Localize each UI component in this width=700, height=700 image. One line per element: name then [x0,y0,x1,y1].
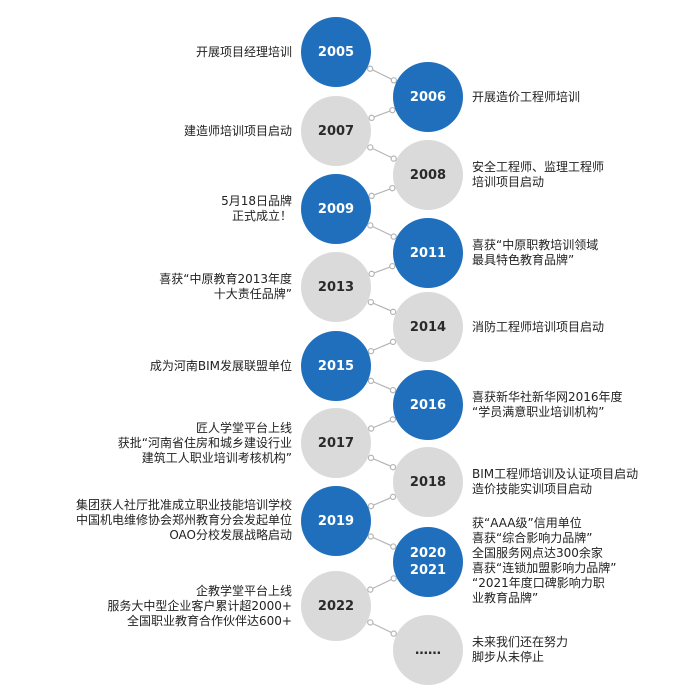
year-label: 2017 [317,435,355,451]
connector-dot [367,454,375,462]
milestone-description: 获“AAA级”信用单位 喜获“综合影响力品牌” 全国服务网点达300余家 喜获“… [472,516,617,605]
year-node: 2008 [393,140,463,210]
milestone-description: 喜获“中原职教培训领域 最具特色教育品牌” [472,238,599,267]
year-node: …… [393,615,463,685]
year-node: 2014 [393,292,463,362]
connector-line [370,380,394,391]
year-label: 2020 2021 [409,546,447,578]
connector-dot [366,65,374,72]
connector-line [370,418,394,430]
milestone-description: 5月18日品牌 正式成立！ [221,194,292,223]
milestone-description: 安全工程师、监理工程师 培训项目启动 [472,160,605,189]
year-label: 2007 [317,123,355,139]
connector-dot [367,222,374,229]
year-label: 2015 [317,358,355,374]
milestone-description: 未来我们还在努力 脚步从未停止 [472,635,569,664]
milestone-description: 开展项目经理培训 [195,44,292,59]
connector-line [371,265,393,275]
year-node: 2022 [301,571,371,641]
year-label: 2014 [409,319,447,335]
year-label: 2019 [317,513,355,529]
year-node: 2009 [301,174,371,244]
year-node: 2015 [301,331,371,401]
milestone-description: 消防工程师培训项目启动 [472,319,605,334]
year-node: 2020 2021 [393,527,463,597]
year-node: 2017 [301,408,371,478]
connector-line [370,301,394,313]
connector-line [370,496,394,507]
year-node: 2018 [393,447,463,517]
connector-dot [368,114,375,122]
milestone-description: 成为河南BIM发展联盟单位 [149,358,292,373]
connector-dot [367,347,375,355]
connector-dot [367,425,375,432]
milestone-description: 喜获新华社新华网2016年度 “学员满意职业培训机构” [472,390,623,419]
connector-line [370,621,394,635]
year-node: 2013 [301,252,371,322]
milestone-description: BIM工程师培训及认证项目启动 造价技能实训项目启动 [472,467,639,496]
year-node: 2007 [301,96,371,166]
year-label: 2005 [317,44,355,60]
milestone-description: 企教学堂平台上线 服务大中型企业客户累计超2000+ 全国职业教育合作伙伴达60… [107,583,292,628]
connector-line [370,341,394,352]
year-label: 2011 [409,245,447,261]
year-label: 2018 [409,474,447,490]
year-node: 2019 [301,486,371,556]
year-label: 2016 [409,397,447,413]
milestone-description: 集团获人社厅批准成立职业技能培训学校 中国机电维修协会郑州教育分会发起单位 OA… [75,497,292,542]
year-node: 2006 [393,62,463,132]
year-label: 2013 [317,279,355,295]
connector-dot [367,502,375,510]
milestone-description: 匠人学堂平台上线 获批“河南省住房和城乡建设行业 建筑工人职业培训考核机构” [117,420,292,465]
year-node: 2005 [301,17,371,87]
connector-dot [367,586,374,593]
year-node: 2016 [393,370,463,440]
year-label: 2022 [317,598,355,614]
connector-dot [367,619,374,626]
connector-dot [367,144,374,151]
connector-line [370,457,394,468]
milestone-description: 建造师培训项目启动 [183,123,292,138]
connector-line [370,535,394,548]
milestone-description: 开展造价工程师培训 [472,89,581,104]
year-label: …… [415,642,441,658]
connector-line [370,146,394,160]
connector-line [370,577,394,591]
year-label: 2008 [409,167,447,183]
year-label: 2009 [317,201,355,217]
year-label: 2006 [409,89,447,105]
connector-dot [367,377,375,385]
connector-dot [367,298,375,306]
connector-line [371,109,393,119]
connector-line [370,224,394,238]
connector-line [371,187,393,197]
connector-dot [368,192,375,200]
connector-dot [367,533,374,540]
connector-dot [368,270,375,278]
connector-line [369,68,395,81]
milestone-description: 喜获“中原教育2013年度 十大责任品牌” [159,272,292,301]
year-node: 2011 [393,218,463,288]
